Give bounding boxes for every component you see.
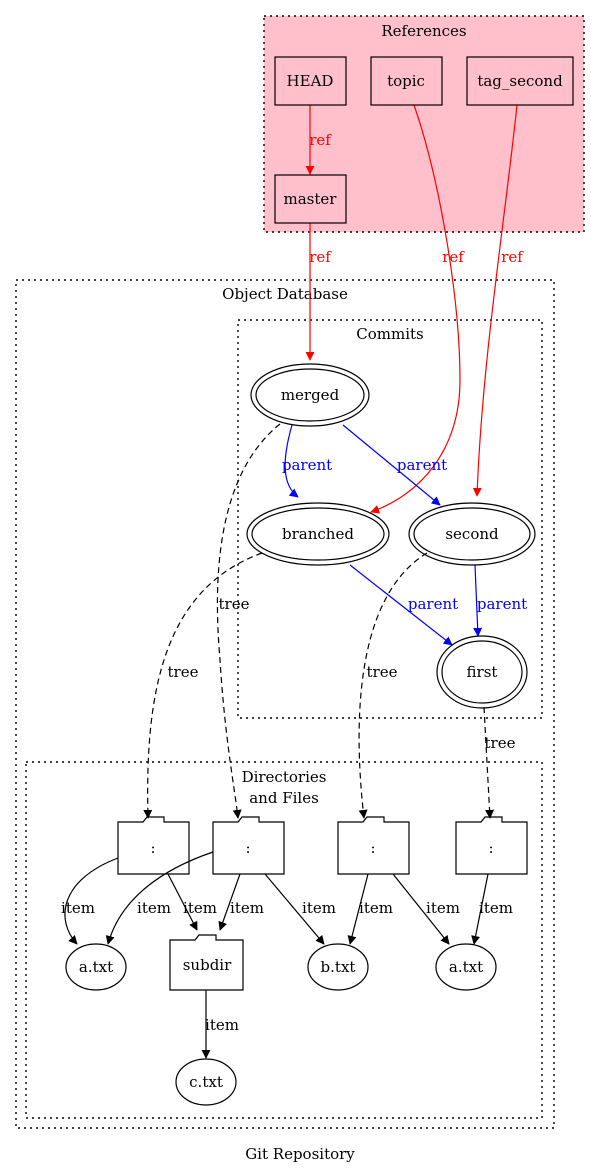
label-tree-merged: tree [219, 595, 250, 613]
label-tree-branched: tree [168, 663, 199, 681]
label-item-7: item [426, 899, 460, 917]
cluster-commits: Commits [237, 319, 543, 719]
edge-tag-second [472, 104, 518, 497]
label-parent-merged-branched: parent [282, 456, 332, 474]
label-item-8: item [479, 899, 513, 917]
edge-merged-tree2 [216, 423, 281, 819]
edge-tree1-subdir [167, 873, 198, 931]
c-txt-label: c.txt [189, 1073, 223, 1091]
commit-node-merged[interactable]: merged [250, 363, 370, 427]
tree-2-label: : [245, 839, 250, 857]
head-label: HEAD [287, 72, 334, 90]
b-txt-label: b.txt [321, 958, 356, 976]
commit-node-branched[interactable]: branched [246, 502, 390, 566]
cluster-object-database: Object Database [15, 279, 555, 1129]
label-parent-merged-second: parent [397, 456, 447, 474]
tree-edges [143, 423, 495, 819]
edge-second-tree3 [358, 552, 428, 819]
master-label: master [284, 190, 338, 208]
ref-node-master[interactable]: master [274, 174, 347, 224]
edge-tree4-atxt [471, 873, 489, 945]
directories-label-line1: Directories [242, 768, 327, 786]
parent-edges [284, 424, 483, 646]
tree-3-label: : [370, 839, 375, 857]
label-ref-tag-second: ref [501, 248, 524, 266]
label-item-3: item [183, 899, 217, 917]
label-tree-first: tree [485, 734, 516, 752]
edge-topic-branched [370, 104, 461, 514]
file-node-b-txt[interactable]: b.txt [307, 943, 369, 991]
edge-tree2-subdir [218, 873, 241, 931]
subdir-label: subdir [183, 956, 232, 974]
tag-second-label: tag_second [477, 72, 563, 90]
label-ref-master-merged: ref [309, 248, 332, 266]
branched-label: branched [282, 525, 354, 543]
label-item-subdir: item [205, 1016, 239, 1034]
cluster-references: References [263, 15, 585, 233]
directories-label-line2: and Files [249, 789, 319, 807]
edge-tree3-btxt [347, 873, 369, 945]
graph-title: Git Repository [245, 1145, 355, 1163]
edge-labels: ref ref ref ref parent parent parent par… [61, 131, 527, 1034]
tree-node-3[interactable]: : [337, 816, 410, 875]
commit-node-second[interactable]: second [408, 502, 536, 566]
edge-branched-first [349, 564, 453, 646]
edge-merged-branched [284, 424, 299, 498]
item-edges [64, 851, 489, 1059]
tree-node-2[interactable]: : [212, 816, 285, 875]
tree-node-1[interactable]: : [117, 816, 190, 875]
label-tree-second: tree [367, 663, 398, 681]
ref-node-topic[interactable]: topic [370, 56, 443, 106]
label-ref-head-master: ref [309, 131, 332, 149]
edge-branched-tree1 [143, 552, 263, 819]
topic-label: topic [387, 72, 425, 90]
label-item-2: item [137, 899, 171, 917]
commits-label: Commits [356, 325, 423, 343]
edge-tree3-atxt [392, 873, 450, 945]
edge-tree2-btxt [264, 873, 325, 945]
edge-tree1-atxt [64, 857, 119, 945]
label-item-5: item [302, 899, 336, 917]
ref-node-tag-second[interactable]: tag_second [466, 56, 574, 106]
edge-second-first [473, 564, 483, 637]
second-label: second [445, 525, 499, 543]
tree-node-4[interactable]: : [455, 816, 528, 875]
label-ref-topic: ref [442, 248, 465, 266]
tree-4-label: : [488, 839, 493, 857]
label-item-1: item [61, 899, 95, 917]
tree-1-label: : [150, 839, 155, 857]
ref-edges [305, 104, 518, 514]
file-node-c-txt[interactable]: c.txt [175, 1058, 237, 1106]
merged-label: merged [281, 386, 340, 404]
file-node-a-txt-left[interactable]: a.txt [65, 943, 127, 991]
commit-node-first[interactable]: first [436, 635, 528, 709]
cluster-directories-and-files: Directories and Files [25, 761, 543, 1119]
references-label: References [381, 22, 466, 40]
a-txt-right-label: a.txt [449, 958, 483, 976]
file-node-a-txt-right[interactable]: a.txt [435, 943, 497, 991]
label-parent-second-first: parent [477, 595, 527, 613]
edge-tree2-atxt [105, 851, 214, 945]
edge-merged-second [342, 424, 441, 506]
file-node-subdir[interactable]: subdir [169, 934, 244, 991]
label-item-6: item [359, 899, 393, 917]
ref-node-head[interactable]: HEAD [274, 56, 347, 106]
label-parent-branched-first: parent [408, 595, 458, 613]
object-database-label: Object Database [222, 285, 348, 303]
edge-first-tree4 [483, 706, 495, 819]
label-item-4: item [230, 899, 264, 917]
first-label: first [467, 663, 498, 681]
a-txt-left-label: a.txt [79, 958, 113, 976]
